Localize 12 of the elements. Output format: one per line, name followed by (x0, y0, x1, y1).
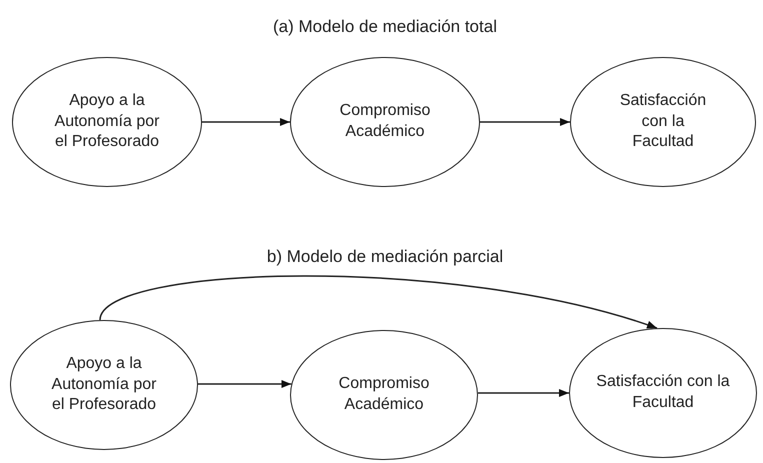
node-label: Apoyo a la Autonomía por el Profesorado (50, 354, 158, 416)
arrow (198, 380, 292, 388)
node-label: Compromiso Académico (338, 101, 432, 142)
node-label: Apoyo a la Autonomía por el Profesorado (54, 90, 160, 152)
node-label: Satisfacción con la Facultad (618, 90, 708, 152)
model-heading: b) Modelo de mediación parcial (266, 247, 504, 267)
node-label: Compromiso Académico (338, 374, 430, 415)
model-heading: (a) Modelo de mediación total (273, 17, 497, 37)
arrow (480, 118, 570, 126)
arrow (478, 389, 569, 397)
arrow (202, 118, 290, 126)
node-label: Satisfacción con la Facultad (595, 372, 731, 413)
